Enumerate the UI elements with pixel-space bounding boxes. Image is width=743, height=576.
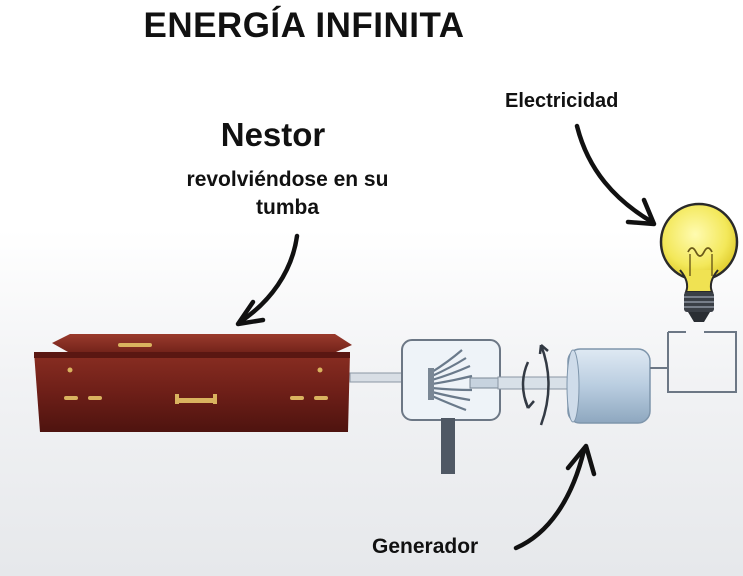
shaft-coffin xyxy=(349,372,406,383)
generator-icon xyxy=(566,348,651,424)
label-subtitle-line1: revolviéndose en su xyxy=(186,168,389,191)
arrow-icon xyxy=(235,233,300,327)
light-bulb-icon xyxy=(659,202,739,322)
coffin-icon xyxy=(34,334,352,432)
label-generator: Generador xyxy=(372,535,479,558)
arrow-icon xyxy=(513,443,597,551)
shaft-generator xyxy=(497,376,579,390)
label-subtitle-line2: tumba xyxy=(256,196,319,219)
label-electricity: Electricidad xyxy=(505,90,619,112)
label-nestor: Nestor xyxy=(220,116,326,153)
rotation-arrows-icon xyxy=(521,344,550,426)
arrow-icon xyxy=(574,123,657,227)
circuit-wire xyxy=(650,331,737,393)
page-title: ENERGÍA INFINITA xyxy=(143,6,465,45)
